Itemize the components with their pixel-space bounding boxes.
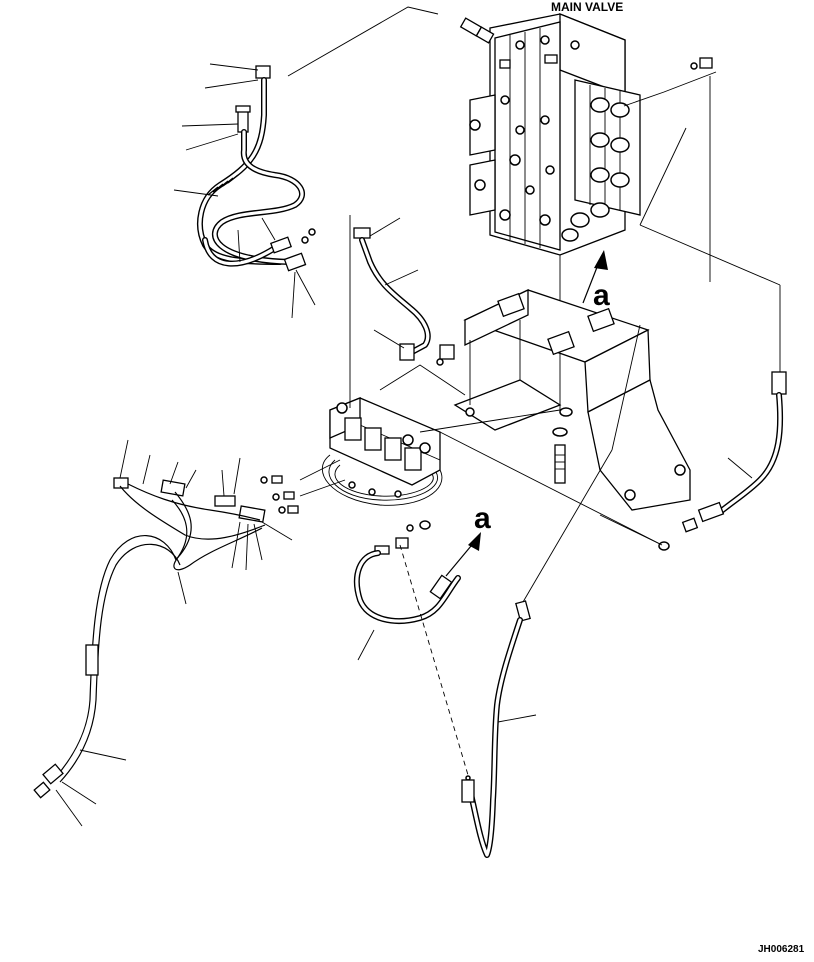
solenoid-valve-block [321,397,443,506]
main-valve-assembly [459,13,713,256]
top-elbow-fitting [459,17,495,44]
left-sensor-harness [33,477,266,799]
fitting-row [260,475,299,514]
arrow-a-label-upper: a [593,279,610,312]
mounting-bracket [453,288,691,511]
right-valve-fitting [690,57,713,70]
arrow-a-label-lower: a [474,502,491,535]
middle-hose-assembly [353,227,455,366]
top-left-hose-assembly [197,65,316,272]
main-valve-label: MAIN VALVE [551,0,623,14]
callout-leaders [55,63,753,827]
right-hose-assembly [599,371,787,551]
drawing-code: JH006281 [758,944,805,955]
arrow-a-upper [582,250,608,304]
lower-center-hose [353,520,461,624]
arrow-a-lower [445,532,481,577]
long-lower-hose [461,324,641,858]
